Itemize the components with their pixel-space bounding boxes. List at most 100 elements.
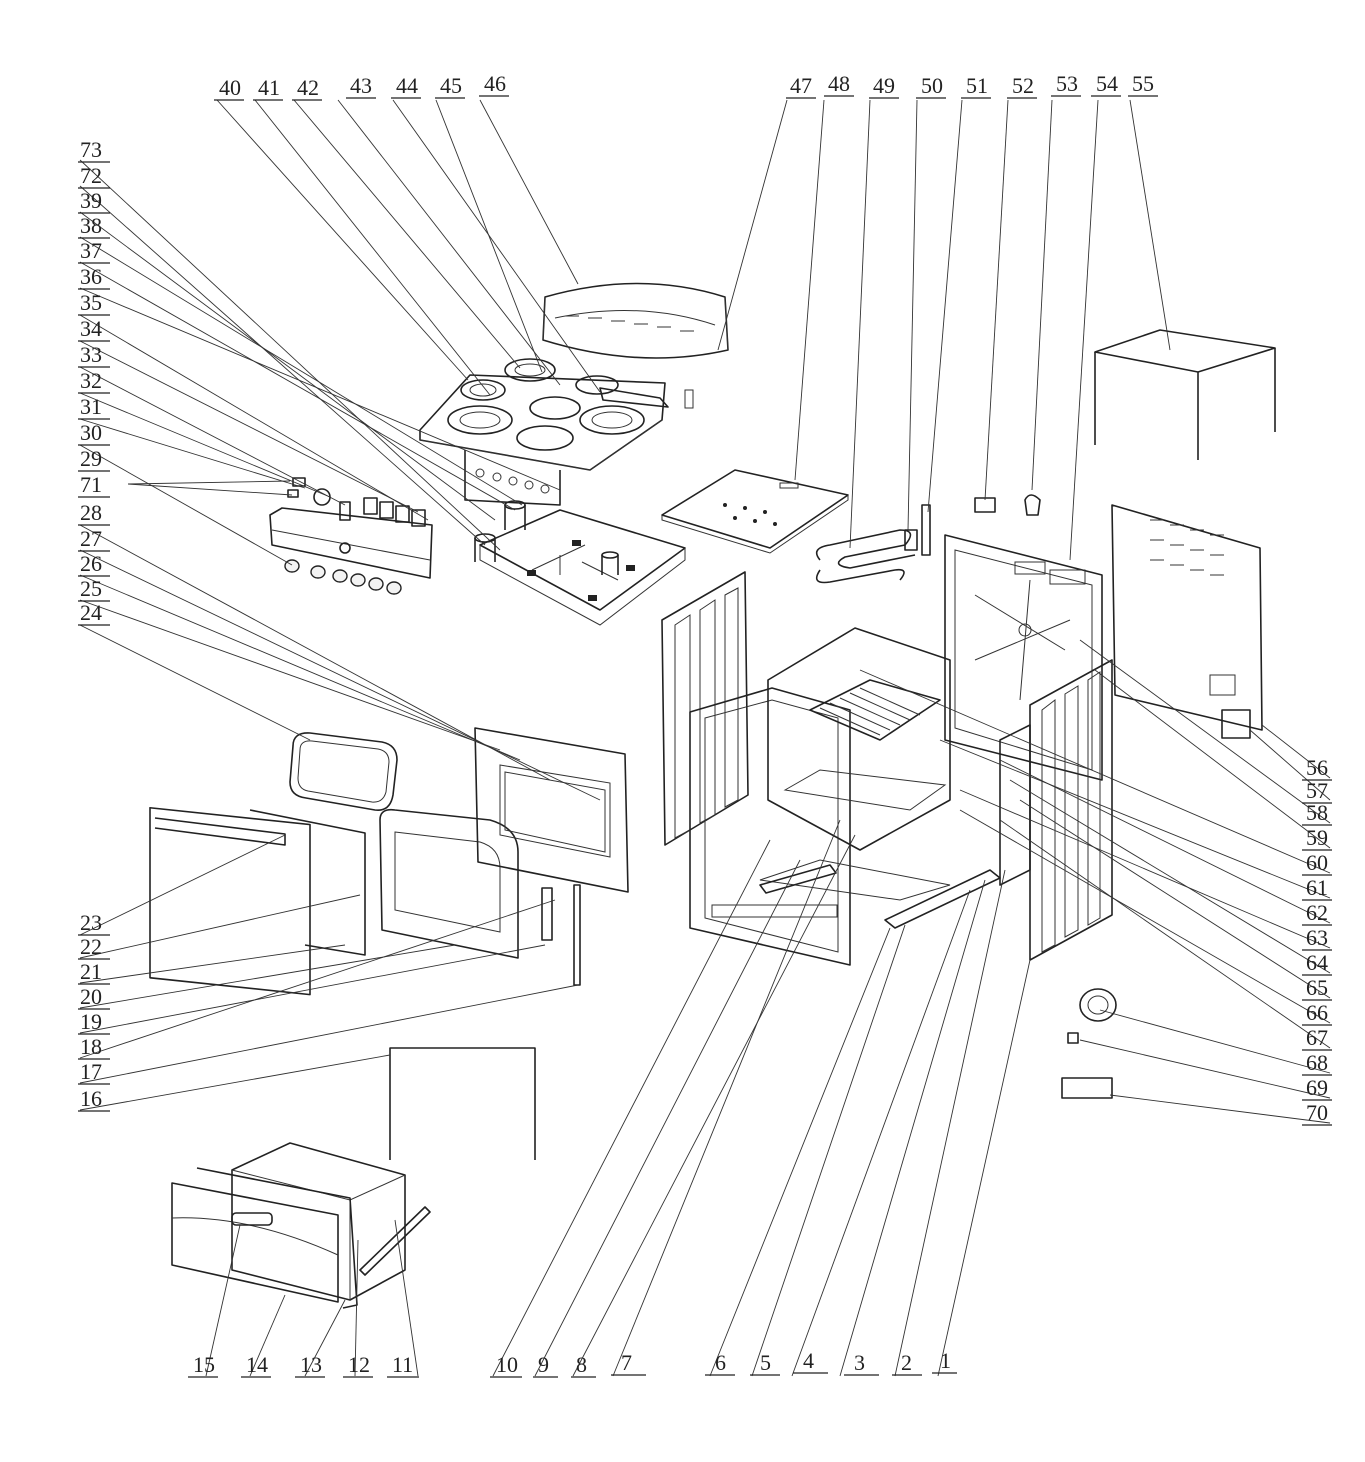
callout-24: 24	[80, 600, 102, 625]
callout-37: 37	[80, 238, 102, 263]
callout-42: 42	[297, 75, 319, 100]
callout-48: 48	[828, 71, 850, 96]
callout-41: 41	[258, 75, 280, 100]
callout-52: 52	[1012, 73, 1034, 98]
oven-cavity	[759, 627, 951, 901]
callout-71: 71	[80, 472, 102, 497]
slide-rails	[759, 864, 1001, 929]
callout-2: 2	[901, 1350, 912, 1375]
callout-25: 25	[80, 576, 102, 601]
callout-10: 10	[496, 1352, 518, 1377]
callout-30: 30	[80, 420, 102, 445]
callout-38: 38	[80, 213, 102, 238]
callout-32: 32	[80, 368, 102, 393]
callout-73: 73	[80, 137, 102, 162]
callout-20: 20	[80, 984, 102, 1009]
rack-guides	[999, 724, 1031, 886]
callout-69: 69	[1306, 1075, 1328, 1100]
callout-15: 15	[193, 1352, 215, 1377]
callout-3: 3	[854, 1350, 865, 1375]
rear-cover	[1111, 504, 1263, 731]
callout-23: 23	[80, 910, 102, 935]
callout-64: 64	[1306, 950, 1328, 975]
callout-12: 12	[348, 1352, 370, 1377]
side-panel-right	[1029, 659, 1113, 961]
callout-26: 26	[80, 551, 102, 576]
callout-18: 18	[80, 1034, 102, 1059]
callout-63: 63	[1306, 925, 1328, 950]
heating-element	[815, 504, 931, 584]
thermostat-part	[974, 497, 996, 513]
callout-4: 4	[803, 1348, 814, 1373]
callout-5: 5	[760, 1350, 771, 1375]
callout-70: 70	[1306, 1100, 1328, 1125]
storage-drawer	[171, 1142, 431, 1309]
door-gasket	[389, 1047, 536, 1160]
callout-46: 46	[484, 71, 506, 96]
control-panel	[269, 477, 433, 595]
callout-60: 60	[1306, 850, 1328, 875]
callout-55: 55	[1132, 71, 1154, 96]
callout-68: 68	[1306, 1050, 1328, 1075]
oven-top-cover	[661, 469, 849, 554]
callout-36: 36	[80, 264, 102, 289]
callout-29: 29	[80, 446, 102, 471]
callout-22: 22	[80, 934, 102, 959]
cooktop-assembly	[419, 358, 694, 506]
callout-14: 14	[246, 1352, 268, 1377]
callout-51: 51	[966, 73, 988, 98]
callout-57: 57	[1306, 778, 1328, 803]
clip-part	[1067, 1032, 1079, 1044]
oven-lamp-part	[1024, 494, 1041, 516]
callout-6: 6	[715, 1350, 726, 1375]
callout-16: 16	[80, 1086, 102, 1111]
leader-lines	[79, 99, 1331, 1377]
callout-7: 7	[621, 1350, 632, 1375]
fan-part	[1079, 988, 1117, 1022]
callout-28: 28	[80, 500, 102, 525]
callout-39: 39	[80, 188, 102, 213]
callout-35: 35	[80, 290, 102, 315]
callout-45: 45	[440, 73, 462, 98]
callout-27: 27	[80, 526, 102, 551]
callout-66: 66	[1306, 1000, 1328, 1025]
callout-43: 43	[350, 73, 372, 98]
burner-pan	[474, 500, 686, 626]
callout-61: 61	[1306, 875, 1328, 900]
callout-56: 56	[1306, 755, 1328, 780]
callout-65: 65	[1306, 975, 1328, 1000]
callout-21: 21	[80, 959, 102, 984]
front-frame	[689, 687, 851, 966]
callout-49: 49	[873, 73, 895, 98]
callout-47: 47	[790, 73, 812, 98]
hinge-plate	[1061, 1077, 1113, 1099]
callout-1: 1	[940, 1348, 951, 1373]
callout-62: 62	[1306, 900, 1328, 925]
callout-53: 53	[1056, 71, 1078, 96]
callout-11: 11	[392, 1352, 413, 1377]
callout-19: 19	[80, 1009, 102, 1034]
callout-9: 9	[538, 1352, 549, 1377]
top-cover-sheet	[1094, 329, 1276, 460]
callout-33: 33	[80, 342, 102, 367]
callout-13: 13	[300, 1352, 322, 1377]
callout-59: 59	[1306, 825, 1328, 850]
callout-17: 17	[80, 1059, 102, 1084]
callout-34: 34	[80, 316, 102, 341]
callout-8: 8	[576, 1352, 587, 1377]
oven-door-assembly	[149, 727, 629, 996]
callout-50: 50	[921, 73, 943, 98]
callout-40: 40	[219, 75, 241, 100]
callout-44: 44	[396, 73, 418, 98]
callout-72: 72	[80, 163, 102, 188]
callout-31: 31	[80, 394, 102, 419]
backguard-panel	[542, 282, 729, 359]
small-cover-plate	[1221, 709, 1251, 739]
label-underlines	[78, 95, 1332, 1378]
callout-67: 67	[1306, 1025, 1328, 1050]
callout-54: 54	[1096, 71, 1118, 96]
callout-58: 58	[1306, 800, 1328, 825]
callout-labels: 40 41 42 43 44 45 46 47 48 49 50 51 52 5…	[80, 71, 1328, 1377]
